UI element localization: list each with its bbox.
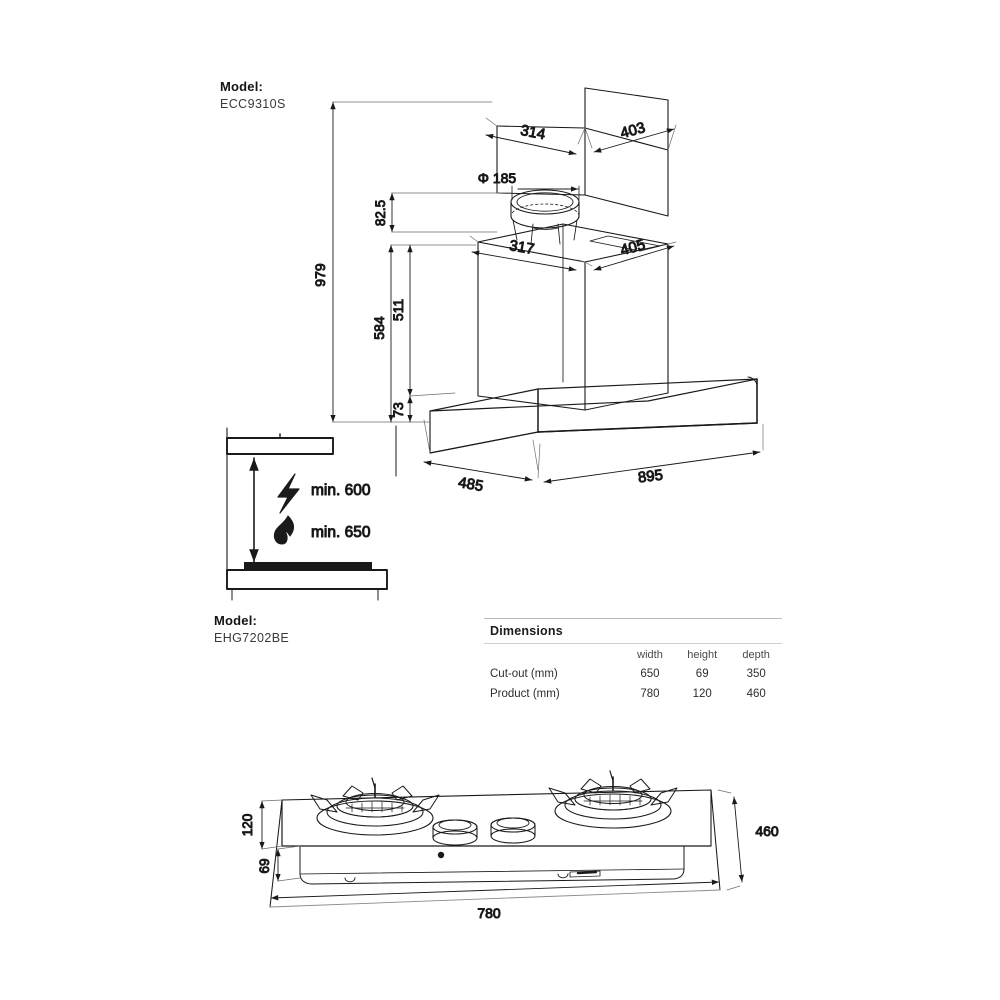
dim-label-979: 979 (312, 263, 328, 287)
dim-label-hob-460: 460 (755, 823, 779, 839)
dim-label-584: 584 (371, 316, 387, 340)
dim-hob-depth: 460 (717, 789, 779, 891)
flame-icon (273, 515, 294, 545)
dim-label-73: 73 (390, 402, 406, 418)
dim-canopy-width: 895 (537, 423, 764, 487)
dimensions-table: Dimensions width height depth Cut-out (m… (484, 618, 782, 704)
dim-label-405: 405 (619, 236, 648, 259)
row-label-cutout: Cut-out (mm) (490, 668, 558, 680)
row-label-product: Product (mm) (490, 688, 560, 700)
hob-model-key: Model: (214, 613, 258, 628)
hood-model-value: ECC9310S (220, 96, 286, 111)
hood-outlet-collar (510, 189, 580, 245)
dim-label-895: 895 (637, 467, 664, 487)
dim-hob-product-height: 120 (240, 799, 283, 850)
table-header-row: width height depth (484, 644, 782, 665)
clearance-electric-label: min. 600 (311, 482, 371, 499)
product-width: 780 (640, 688, 660, 700)
dim-chimney-run: 511 (390, 244, 413, 397)
hob-burner-right (548, 770, 678, 829)
table-row: Cut-out (mm) 650 69 350 (484, 664, 782, 684)
dim-outlet-diameter: Φ 185 (477, 170, 580, 201)
dim-chimney-upper-depth: 314 (485, 117, 586, 156)
cutout-depth: 350 (746, 668, 766, 680)
cutout-height: 69 (695, 668, 709, 680)
dim-chimney-lower-width: 405 (584, 236, 677, 271)
column-header-depth: depth (742, 649, 770, 661)
column-header-height: height (687, 649, 718, 661)
dim-chimney-upper-width: 403 (584, 119, 677, 153)
column-header-width: width (637, 649, 663, 661)
dim-canopy-height: 73 (390, 392, 456, 423)
hob-knob-left[interactable] (432, 819, 478, 846)
hob-model-label: Model: EHG7202BE (214, 612, 289, 646)
product-depth: 460 (746, 688, 766, 700)
clearance-diagram (226, 425, 397, 601)
dim-outlet-height: 82.5 (373, 192, 513, 233)
dim-chimney-drop: 584 (371, 244, 477, 423)
hob-burner-left (310, 777, 440, 836)
hob-knob-right[interactable] (490, 817, 536, 844)
dim-hob-cutout-height: 69 (257, 845, 301, 882)
product-height: 120 (692, 688, 712, 700)
dim-label-511: 511 (390, 299, 406, 322)
hob-model-value: EHG7202BE (214, 630, 290, 645)
dim-label-317: 317 (508, 237, 536, 258)
dim-label-403: 403 (619, 119, 648, 142)
dim-label-phi185: Φ 185 (478, 170, 517, 186)
dim-canopy-depth: 485 (423, 419, 539, 496)
clearance-gas-label: min. 650 (311, 524, 371, 541)
dimensions-table-title: Dimensions (484, 618, 782, 644)
dim-label-hob-69: 69 (257, 858, 272, 873)
hood-model-label: Model: ECC9310S (220, 78, 286, 112)
dim-chimney-lower-depth: 317 (469, 235, 586, 272)
dim-total-height: 979 (312, 101, 493, 423)
dim-label-485: 485 (457, 474, 485, 495)
dim-label-82-5: 82.5 (373, 200, 388, 226)
table-row: Product (mm) 780 120 460 (484, 684, 782, 704)
dim-hob-width: 780 (270, 879, 720, 922)
cutout-width: 650 (640, 668, 660, 680)
lightning-bolt-icon (277, 473, 300, 514)
dim-label-hob-780: 780 (477, 905, 501, 921)
dim-label-314: 314 (519, 122, 547, 143)
hood-canopy (429, 376, 758, 454)
dim-label-hob-120: 120 (240, 814, 255, 837)
hood-model-key: Model: (220, 79, 264, 94)
table-title-row: Dimensions (484, 618, 782, 644)
